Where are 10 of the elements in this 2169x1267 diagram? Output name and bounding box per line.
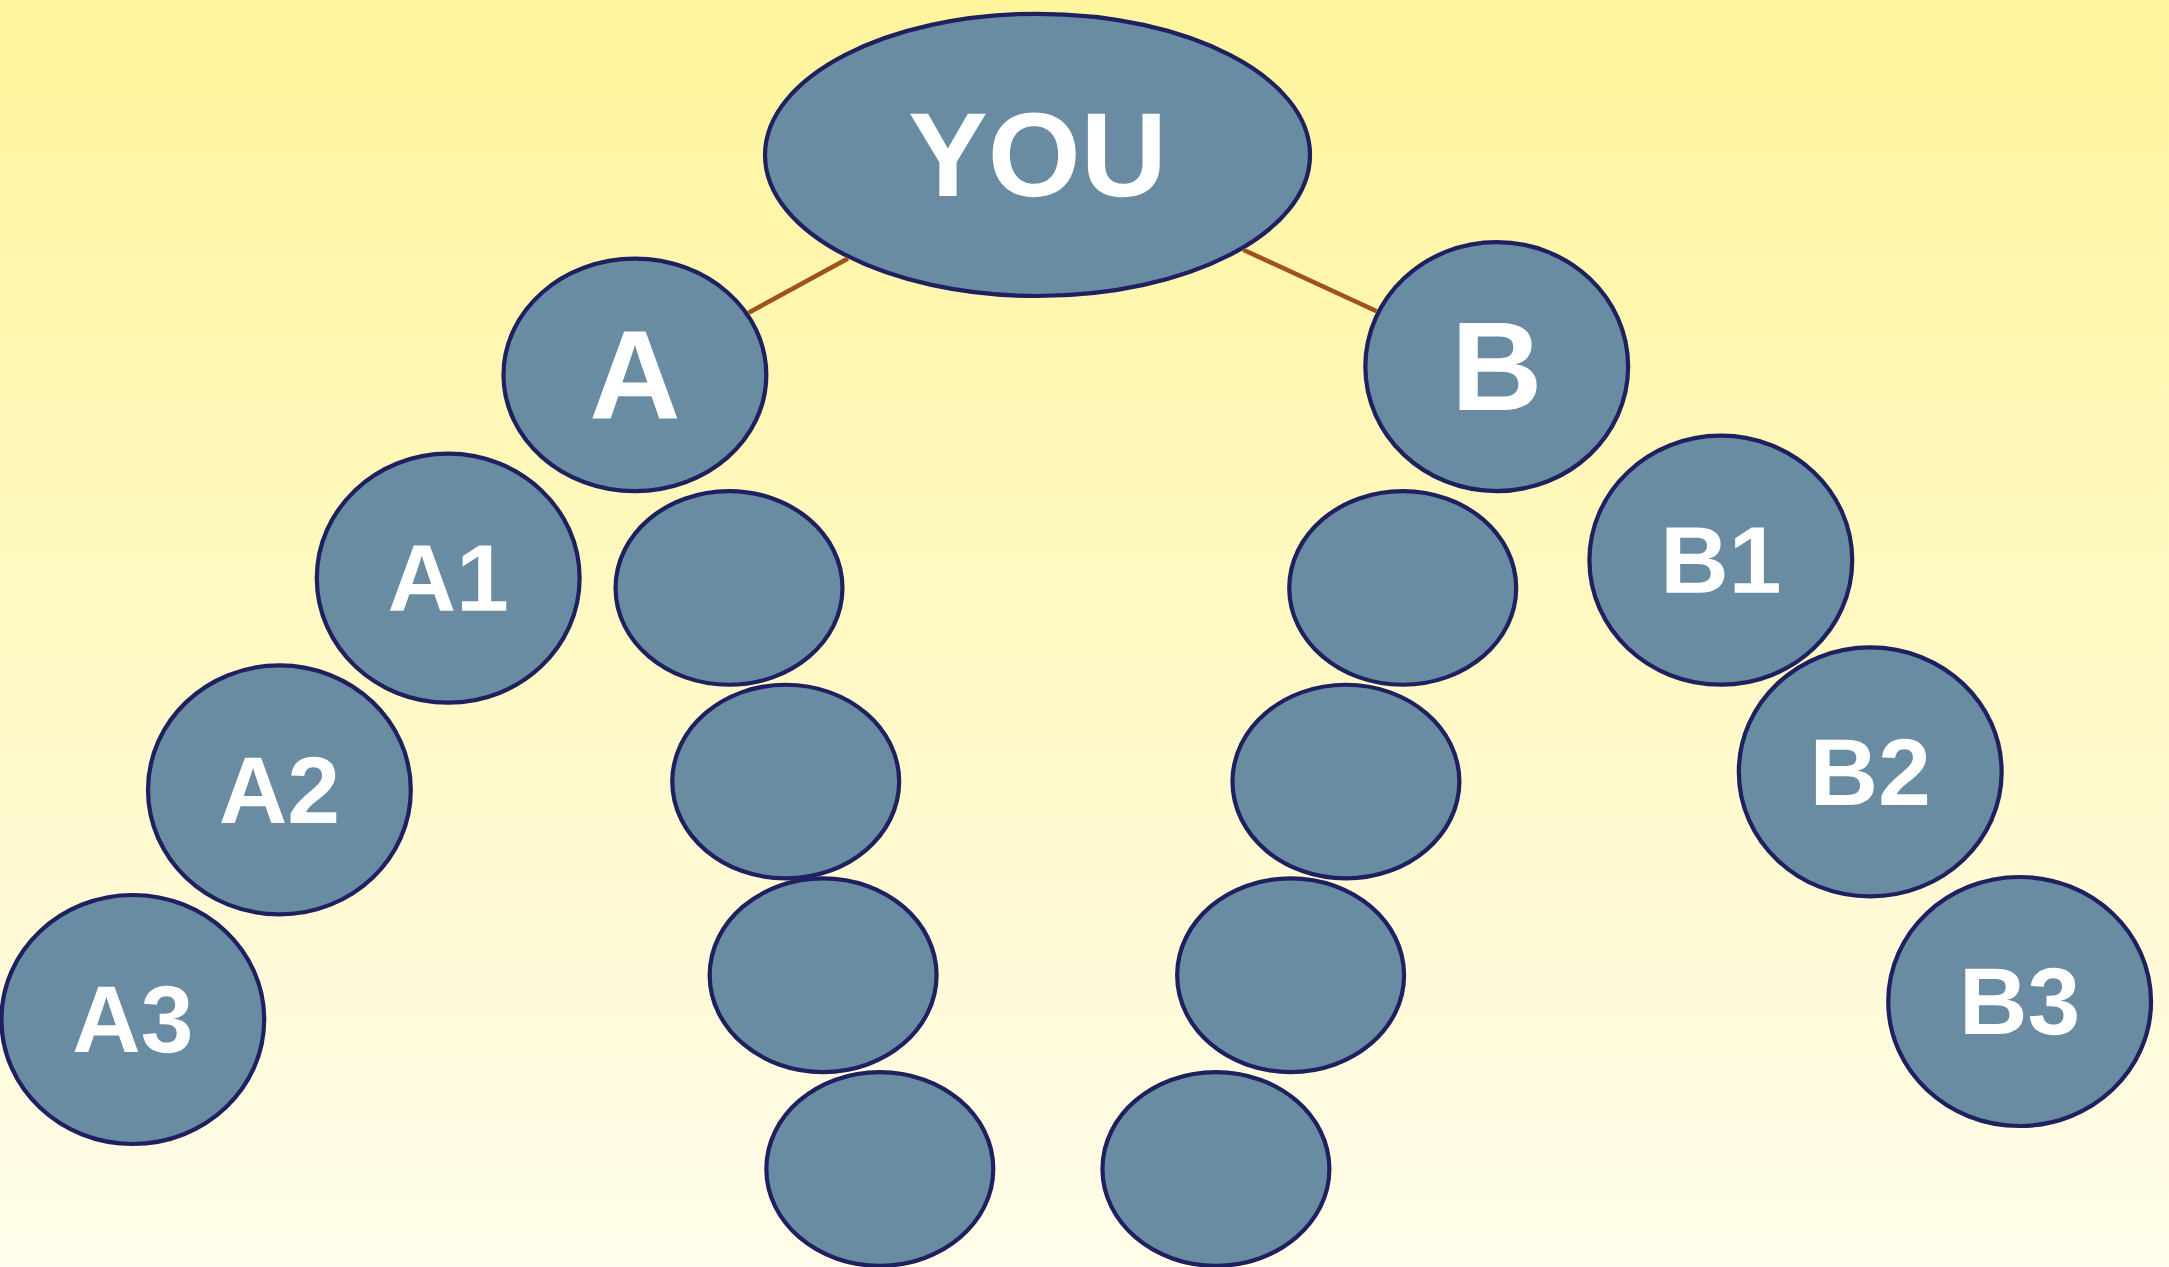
connector-line (747, 256, 850, 315)
empty-ellipse (670, 682, 902, 881)
empty-ellipse (1100, 1069, 1332, 1267)
empty-ellipse (707, 876, 939, 1075)
empty-ellipse (1287, 488, 1519, 687)
empty-ellipse (764, 1069, 996, 1267)
empty-ellipse (1230, 682, 1462, 881)
empty-ellipse (1175, 876, 1407, 1075)
empty-ellipse (613, 488, 845, 687)
connector-line (1242, 247, 1378, 314)
